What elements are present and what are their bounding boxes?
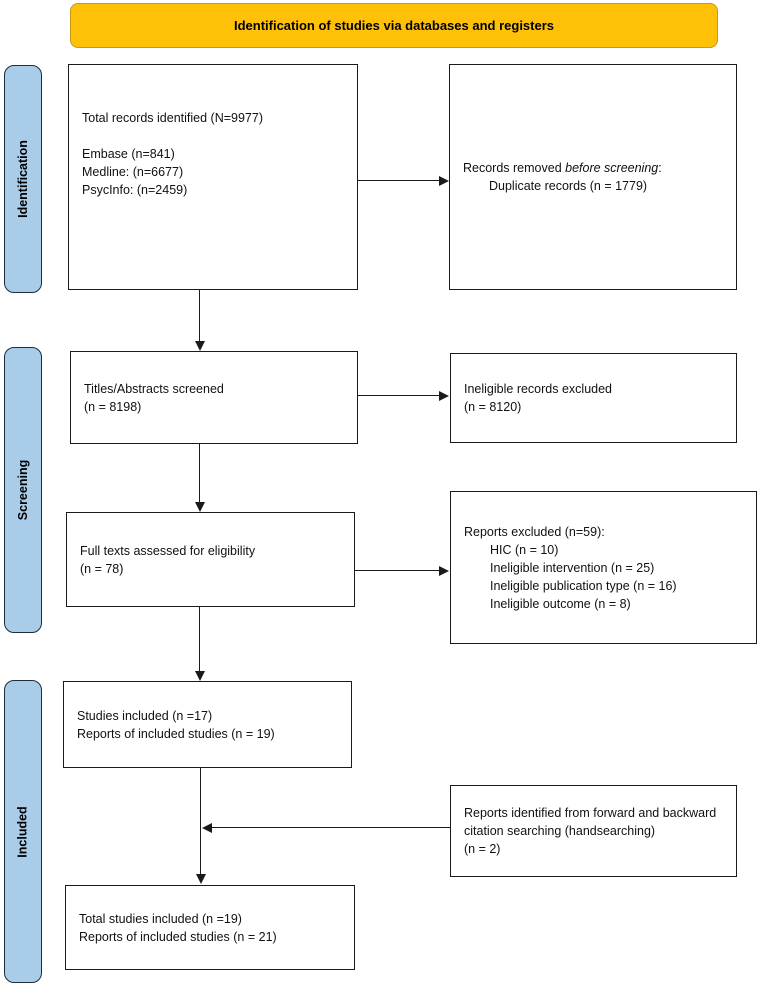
box-total-studies-included: Total studies included (n =19) Reports o… [65,885,355,970]
reports-excluded-publication-type: Ineligible publication type (n = 16) [490,578,677,593]
duplicate-records-line: Duplicate records (n = 1779) [489,179,648,193]
stage-included: Included [4,680,42,983]
fulltexts-line: Full texts assessed for eligibility [80,543,256,558]
fulltexts-count: (n = 78) [80,561,124,576]
stage-identification-label: Identification [16,140,30,218]
banner-title: Identification of studies via databases … [233,18,555,33]
spacer-line [82,127,349,145]
citation-searching-count: (n = 2) [464,842,501,856]
box-citation-searching: Reports identified from forward and back… [450,785,737,877]
box-ineligible-records-excluded: Ineligible records excluded (n = 8120) [450,353,737,443]
stage-screening: Screening [4,347,42,633]
stage-identification: Identification [4,65,42,293]
arrow-fulltext-to-included-line [199,607,200,673]
banner: Identification of studies via databases … [70,3,718,48]
arrow-included-to-total-head [196,874,206,884]
arrow-screened-to-excluded-head [439,391,449,401]
arrow-fulltext-to-included-head [195,671,205,681]
records-removed-italic: before screening [565,161,659,175]
reports-excluded-outcome: Ineligible outcome (n = 8) [490,596,631,611]
arrow-citation-to-total-head [202,823,212,833]
ineligible-excluded-line: Ineligible records excluded [464,382,613,396]
box-records-removed: Records removed before screening: Duplic… [449,64,737,290]
psycinfo-line: PsycInfo: (n=2459) [82,183,188,197]
records-removed-suffix: : [658,161,662,175]
ineligible-excluded-count: (n = 8120) [464,400,522,414]
stage-screening-label: Screening [16,459,30,521]
arrow-identified-to-removed-head [439,176,449,186]
arrow-screened-to-fulltext-line [199,444,200,504]
arrow-identified-to-removed-line [357,180,441,181]
citation-searching-line1: Reports identified from forward and back… [464,806,717,820]
arrow-identified-to-screened-line [199,290,200,343]
box-studies-included: Studies included (n =17) Reports of incl… [63,681,352,768]
citation-searching-line2: citation searching (handsearching) [464,824,656,838]
stage-included-label: Included [16,805,30,858]
arrow-fulltext-to-reports-excluded-head [439,566,449,576]
box-titles-abstracts-screened: Titles/Abstracts screened (n = 8198) [70,351,358,444]
total-reports-included-line: Reports of included studies (n = 21) [79,929,277,944]
medline-line: Medline: (n=6677) [82,165,184,179]
studies-included-reports-line: Reports of included studies (n = 19) [77,726,275,741]
embase-line: Embase (n=841) [82,147,175,161]
box-total-records-identified: Total records identified (N=9977) Embase… [68,64,358,290]
records-removed-prefix: Records removed [463,161,566,175]
arrow-identified-to-screened-head [195,341,205,351]
box-fulltexts-assessed: Full texts assessed for eligibility (n =… [66,512,355,607]
arrow-screened-to-excluded-line [357,395,441,396]
box-reports-excluded: Reports excluded (n=59): HIC (n = 10) In… [450,491,757,644]
arrow-citation-to-total-line [212,827,450,828]
studies-included-line: Studies included (n =17) [77,708,213,723]
records-removed-heading: Records removed before screening: [463,159,728,177]
reports-excluded-hic: HIC (n = 10) [490,542,559,557]
titles-screened-count: (n = 8198) [84,399,142,414]
arrow-included-to-total-line [200,768,201,876]
reports-excluded-intervention: Ineligible intervention (n = 25) [490,560,655,575]
reports-excluded-header: Reports excluded (n=59): [464,524,605,539]
total-studies-included-line: Total studies included (n =19) [79,911,242,926]
arrow-fulltext-to-reports-excluded-line [354,570,441,571]
titles-screened-line: Titles/Abstracts screened [84,381,224,396]
arrow-screened-to-fulltext-head [195,502,205,512]
total-records-line: Total records identified (N=9977) [82,111,263,125]
